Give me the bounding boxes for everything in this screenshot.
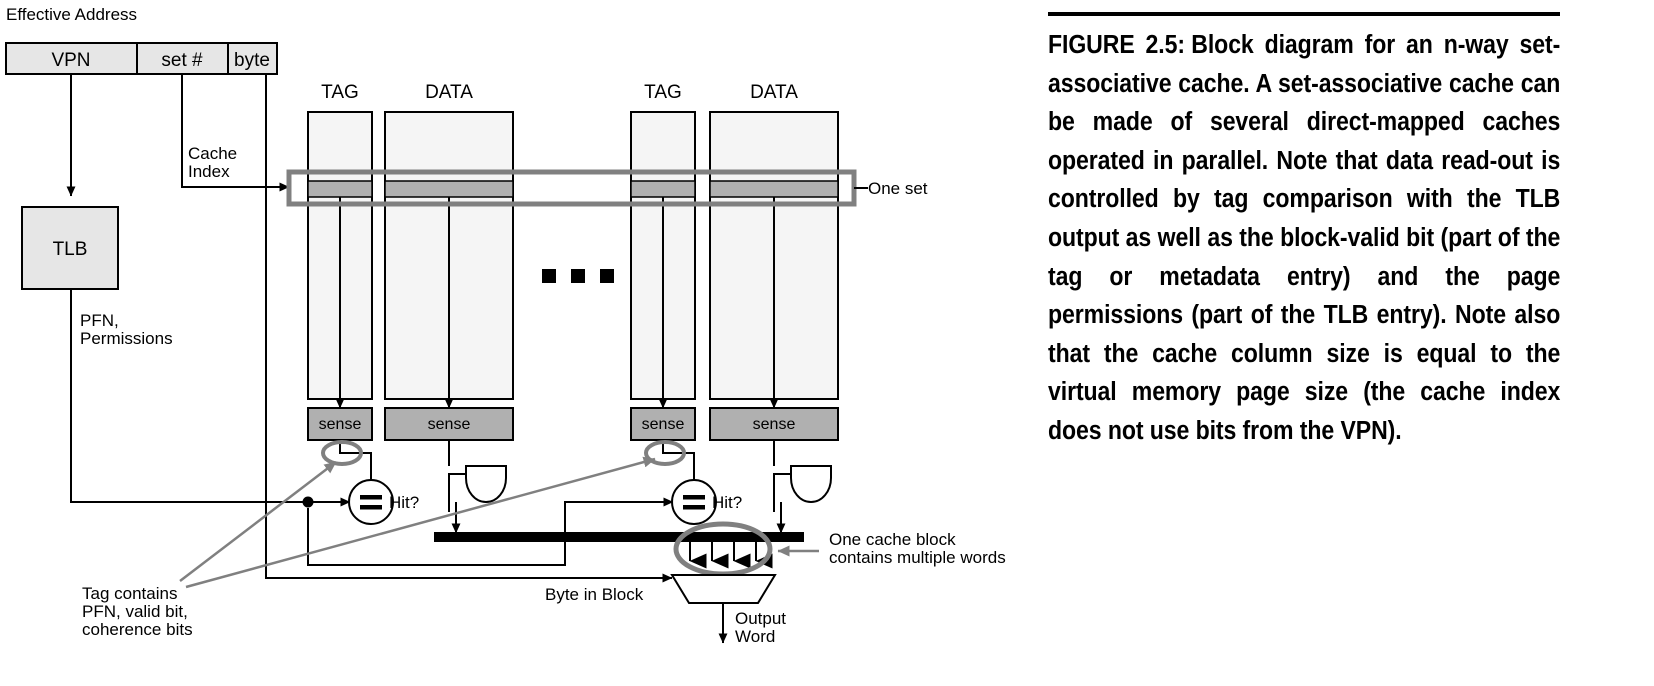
- pfn-label-line1: PFN,: [80, 311, 119, 330]
- column-header-data-0: DATA: [425, 82, 473, 103]
- sense-label-2: sense: [642, 416, 685, 433]
- cache-index-label-line1: Cache: [188, 144, 237, 163]
- address-field-byte: byte: [234, 50, 270, 71]
- tag-contains-line1: Tag contains: [82, 584, 177, 603]
- pfn-permissions-wire: [70, 289, 308, 503]
- hit-enable-wire-0: [448, 473, 466, 512]
- column-header-tag-0: TAG: [321, 82, 359, 103]
- sense-amp-3: sense: [709, 407, 839, 441]
- column-header-tag-1: TAG: [644, 82, 682, 103]
- and-gate-1: [790, 465, 832, 503]
- one-set-label: One set: [868, 179, 928, 198]
- cache-block-note-line2: contains multiple words: [829, 548, 1006, 567]
- cache-block-diagram: Effective Address VPN set # byte TLB PFN…: [5, 5, 1006, 646]
- hit-label-1: Hit?: [712, 493, 742, 512]
- data-array-0: [384, 111, 514, 409]
- sense-amp-0: sense: [307, 407, 373, 441]
- tag-contains-line2: PFN, valid bit,: [82, 602, 188, 621]
- and-gate-0: [465, 465, 507, 503]
- address-field-vpn: VPN: [51, 50, 90, 71]
- sense-amp-2: sense: [630, 407, 696, 441]
- address-field-set: set #: [161, 50, 203, 71]
- cache-index-label-line2: Index: [188, 162, 230, 181]
- figure-caption-text: FIGURE 2.5:Block diagram for an n-way se…: [1048, 26, 1560, 451]
- figure-number-label: FIGURE 2.5:: [1048, 31, 1185, 59]
- figure-caption-pane: FIGURE 2.5:Block diagram for an n-way se…: [1048, 0, 1572, 686]
- sense-amp-1: sense: [384, 407, 514, 441]
- sense-label-3: sense: [753, 416, 796, 433]
- tag-annotation-ellipse-1: [644, 440, 686, 466]
- cache-index-wire: [181, 74, 290, 192]
- effective-address-bar: VPN set # byte: [5, 42, 278, 75]
- output-multiplexer: [670, 574, 777, 604]
- hit-label-0: Hit?: [389, 493, 419, 512]
- byte-in-block-label: Byte in Block: [545, 585, 644, 604]
- tag-array-1: [630, 111, 696, 409]
- pfn-to-comparator-1: [307, 497, 674, 566]
- hit-enable-wire-1: [773, 473, 791, 512]
- column-header-data-1: DATA: [750, 82, 798, 103]
- data-array-1: [709, 111, 839, 409]
- effective-address-label: Effective Address: [6, 5, 137, 24]
- sense-label-0: sense: [319, 416, 362, 433]
- sense-label-1: sense: [428, 416, 471, 433]
- block-word-arrows: [689, 542, 773, 569]
- tag-array-0: [307, 111, 373, 409]
- cache-block-bus: [434, 532, 804, 542]
- comparator-1: [671, 479, 717, 525]
- byte-in-block-wire: [265, 74, 673, 583]
- output-word-label-line1: Output: [735, 609, 786, 628]
- tag-annotation-ellipse-0: [321, 440, 363, 466]
- caption-rule: [1048, 12, 1560, 16]
- tag-note-leader-1: [185, 456, 656, 589]
- cache-block-note-line1: One cache block: [829, 530, 956, 549]
- tlb-box: TLB: [21, 206, 119, 290]
- figure-caption-body: Block diagram for an n-way set-associati…: [1048, 31, 1561, 445]
- tag-contains-line3: coherence bits: [82, 620, 193, 639]
- tag-compare-wire-1: [662, 440, 699, 490]
- pfn-label-line2: Permissions: [80, 329, 173, 348]
- tag-compare-wire-0: [339, 440, 376, 490]
- tlb-label: TLB: [53, 239, 88, 260]
- ways-ellipsis-icon: [542, 269, 614, 283]
- comparator-0: [348, 479, 394, 525]
- output-word-label-line2: Word: [735, 627, 775, 646]
- tag-note-leader-0: [179, 461, 337, 582]
